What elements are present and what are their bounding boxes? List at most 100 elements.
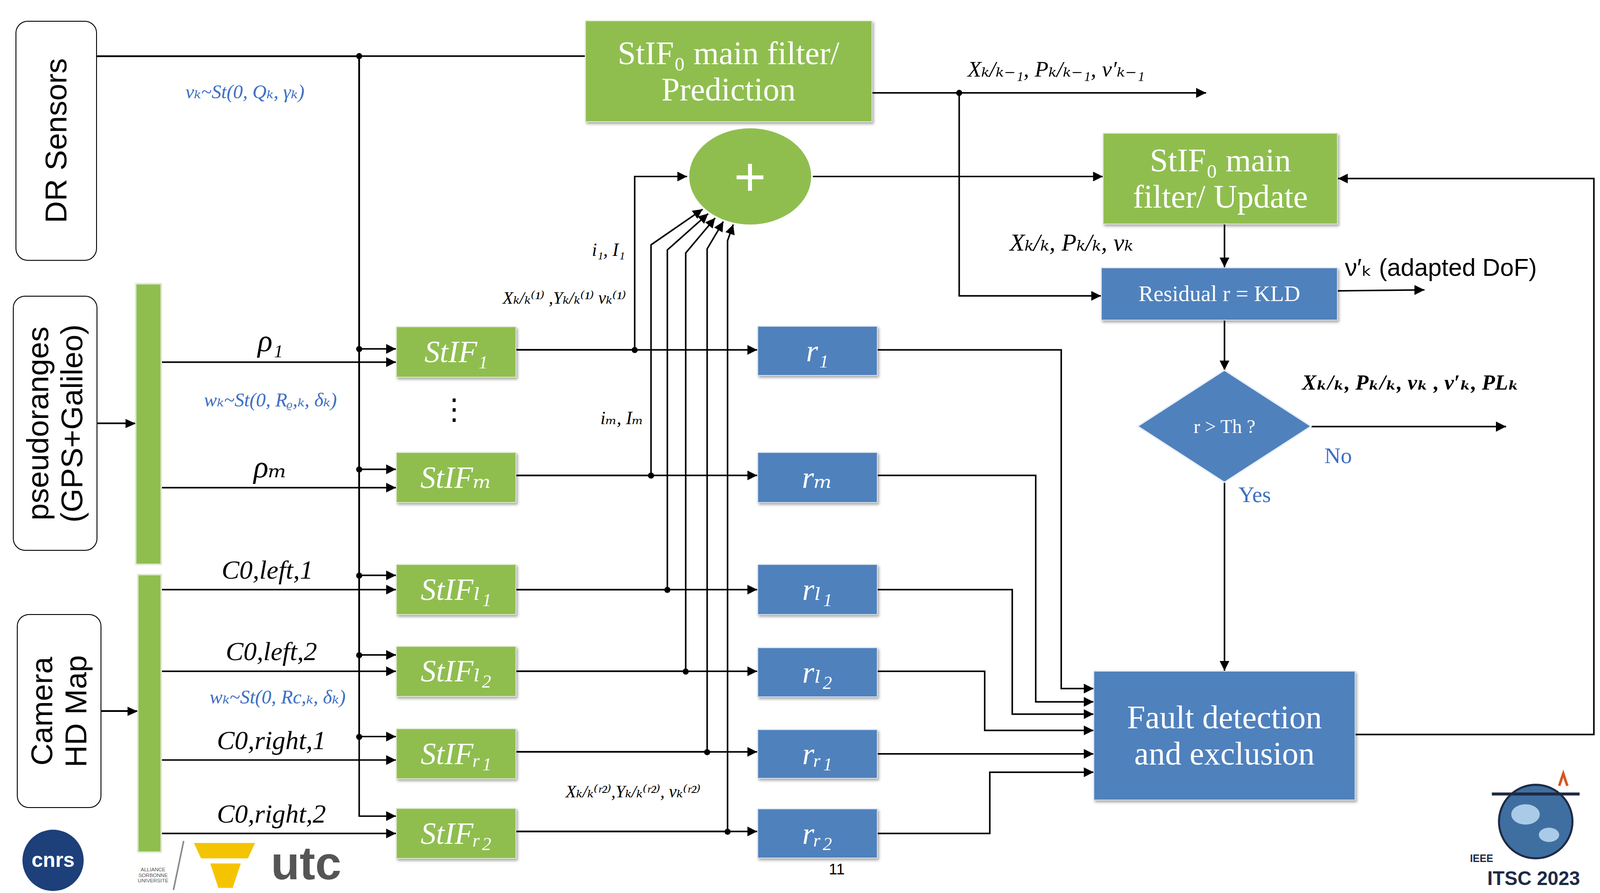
junction-dot bbox=[682, 668, 690, 675]
label-holder: ⋮ bbox=[439, 394, 469, 427]
connector bbox=[877, 349, 1094, 689]
noise-label: wₖ~St(0, Rc,ₖ, δₖ) bbox=[209, 686, 346, 708]
connector bbox=[516, 224, 734, 832]
sum-circle: + bbox=[687, 126, 814, 227]
edge-label: i₁, I₁ bbox=[590, 240, 627, 261]
fault-detection-box: Fault detection and exclusion bbox=[1093, 670, 1356, 801]
edge-label: ρₘ bbox=[251, 450, 289, 485]
logo-text: ALLIANCE SORBONNE UNIVERSITÉ bbox=[130, 867, 176, 884]
arrowhead bbox=[127, 706, 138, 717]
connector bbox=[1223, 482, 1225, 671]
node-label: StIFₘ bbox=[420, 460, 492, 495]
label-holder: ALLIANCE SORBONNE UNIVERSITÉ bbox=[130, 867, 176, 884]
connector bbox=[872, 92, 1101, 297]
connector bbox=[1223, 224, 1225, 268]
edge-label-holder: ρₘ bbox=[251, 450, 289, 485]
sensor-box: pseudoranges (GPS+Galileo) bbox=[12, 295, 97, 551]
label-holder: utc bbox=[271, 837, 342, 890]
junction-dots bbox=[356, 53, 963, 836]
junction-dot bbox=[647, 472, 655, 479]
filter-box: StIF₁ bbox=[395, 326, 517, 378]
node-label: StIF₁ bbox=[424, 334, 488, 369]
label-holder: ν′ₖ (adapted DoF) bbox=[1344, 253, 1537, 281]
edge-label-holder: Xₖ/ₖ⁽ʳ²⁾,Yₖ/ₖ⁽ʳ²⁾, νₖ⁽ʳ²⁾ bbox=[564, 782, 703, 802]
logo-text: cnrs bbox=[31, 848, 75, 872]
output-label: ν′ₖ (adapted DoF) bbox=[1344, 253, 1537, 281]
state-label: Xₖ/ₖ₋₁, Pₖ/ₖ₋₁, ν′ₖ₋₁ bbox=[967, 57, 1145, 82]
node-label: rₘ bbox=[801, 460, 833, 495]
edge-label: Xₖ/ₖ⁽¹⁾ ,Yₖ/ₖ⁽¹⁾ νₖ⁽¹⁾ bbox=[501, 288, 628, 308]
edge-label: Yes bbox=[1236, 482, 1273, 508]
node-label: Residual r = KLD bbox=[1138, 281, 1301, 307]
junction-dot bbox=[356, 733, 363, 740]
edge-label: C0,left,2 bbox=[224, 637, 319, 667]
junction-dot bbox=[704, 749, 711, 756]
input-bar bbox=[135, 283, 162, 565]
junction-dot bbox=[956, 89, 963, 97]
edge-label-holder: Xₖ/ₖ⁽¹⁾ ,Yₖ/ₖ⁽¹⁾ νₖ⁽¹⁾ bbox=[501, 288, 628, 308]
logo-text: IEEE bbox=[1469, 853, 1493, 865]
edge-label-holder: iₘ, Iₘ bbox=[598, 408, 645, 429]
residual-box: rᵣ₂ bbox=[757, 808, 878, 859]
output-label: Xₖ/ₖ, Pₖ/ₖ, νₖ , ν′ₖ, PLₖ bbox=[1301, 370, 1519, 395]
residual-box: rᵣ₁ bbox=[757, 729, 878, 780]
label-holder: Xₖ/ₖ, Pₖ/ₖ, νₖ bbox=[1009, 229, 1134, 257]
page-number: 11 bbox=[829, 860, 845, 878]
output-arrow bbox=[1337, 290, 1425, 291]
connector bbox=[877, 753, 1094, 755]
utc-logo-shape bbox=[193, 843, 256, 859]
prediction-box: StIF₀ main filter/ Prediction bbox=[584, 20, 873, 123]
label-holder: No bbox=[1324, 443, 1353, 469]
node-label: StIFᵣ₂ bbox=[420, 816, 492, 851]
arrowhead bbox=[125, 418, 136, 429]
label-holder: cnrs bbox=[31, 848, 75, 872]
edge-label-holder: C0,right,2 bbox=[215, 799, 328, 830]
node-label: rₗ₂ bbox=[802, 655, 833, 690]
label-holder: IEEE bbox=[1469, 853, 1493, 865]
logo-divider bbox=[173, 840, 184, 891]
output-arrow bbox=[959, 92, 1207, 94]
node-label: rᵣ₁ bbox=[802, 736, 833, 771]
filter-box: StIFᵣ₂ bbox=[395, 808, 517, 860]
globe-land bbox=[1538, 827, 1560, 842]
label-holder: 11 bbox=[829, 860, 845, 878]
node-label: StIFₗ₁ bbox=[420, 572, 492, 607]
diamond-outline bbox=[1137, 370, 1312, 483]
filter-box: StIFₗ₂ bbox=[395, 646, 517, 698]
edge-label-holder: C0,left,1 bbox=[220, 555, 315, 585]
input-bar bbox=[137, 574, 162, 853]
edge-label: C0,left,1 bbox=[220, 555, 315, 585]
cnrs-logo bbox=[22, 829, 84, 892]
connector bbox=[96, 56, 396, 656]
edge-label-holder: Yes bbox=[1236, 482, 1273, 508]
connector bbox=[516, 176, 688, 351]
filter-box: StIFₘ bbox=[395, 452, 517, 504]
node-label: StIF₀ main filter/ Prediction bbox=[591, 34, 866, 109]
node-label: Fault detection and exclusion bbox=[1100, 699, 1349, 773]
edge-label-holder: ρ₁ bbox=[256, 324, 285, 358]
edge-label: Xₖ/ₖ⁽ʳ²⁾,Yₖ/ₖ⁽ʳ²⁾, νₖ⁽ʳ²⁾ bbox=[564, 782, 703, 802]
label-holder: wₖ~St(0, Rc,ₖ, δₖ) bbox=[209, 686, 346, 708]
connector bbox=[813, 175, 1104, 178]
filter-box: StIFᵣ₁ bbox=[395, 728, 517, 780]
edge-label-holder: C0,right,1 bbox=[215, 726, 328, 756]
connector bbox=[516, 209, 703, 476]
junction-dot bbox=[356, 345, 363, 353]
edge-label: C0,right,2 bbox=[215, 799, 328, 830]
edge-label: ρ₁ bbox=[256, 324, 285, 358]
filter-box: StIFₗ₁ bbox=[395, 564, 517, 616]
junction-dot bbox=[356, 53, 363, 60]
junction-dot bbox=[356, 572, 363, 579]
globe-bridge bbox=[1491, 792, 1580, 796]
connector bbox=[1337, 178, 1594, 735]
update-box: StIF₀ main filter/ Update bbox=[1102, 132, 1338, 225]
sensor-box: DR Sensors bbox=[15, 20, 97, 262]
noise-label: wₖ~St(0, Rᵨ,ₖ, δₖ) bbox=[204, 389, 338, 411]
label-holder: ITSC 2023 bbox=[1487, 867, 1581, 890]
node-label: StIFₗ₂ bbox=[420, 654, 492, 689]
connector bbox=[96, 56, 396, 576]
residual-box: rₗ₁ bbox=[757, 564, 878, 616]
residual-box: r₁ bbox=[757, 325, 878, 376]
logo-text: ITSC 2023 bbox=[1487, 867, 1581, 890]
ellipsis: ⋮ bbox=[439, 394, 469, 427]
